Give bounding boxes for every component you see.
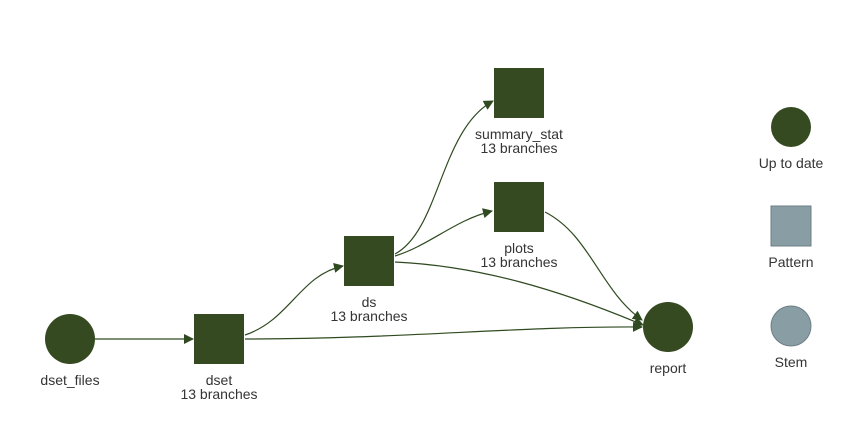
legend-pattern-label: Pattern bbox=[768, 254, 813, 270]
legend-up-to-date-label: Up to date bbox=[759, 155, 824, 171]
edges-layer bbox=[95, 100, 644, 344]
node-plots-shape[interactable] bbox=[494, 182, 544, 232]
legend-item-pattern: Pattern bbox=[768, 205, 814, 270]
legend-item-up-to-date: Up to date bbox=[759, 107, 824, 171]
node-dset_files-label: dset_files bbox=[40, 372, 99, 388]
legend-stem-swatch bbox=[770, 305, 812, 347]
node-ds-label: ds bbox=[362, 294, 377, 310]
node-plots-label: plots bbox=[504, 240, 534, 256]
node-summary_stat-shape[interactable] bbox=[494, 68, 544, 118]
node-summary_stat-sublabel: 13 branches bbox=[480, 140, 557, 156]
edge-ds-to-plots[interactable] bbox=[394, 208, 493, 257]
legend-stem-label: Stem bbox=[775, 354, 808, 370]
legend-up-to-date-swatch bbox=[771, 107, 811, 147]
node-dset-sublabel: 13 branches bbox=[180, 386, 257, 402]
node-dset_files[interactable]: dset_files bbox=[40, 314, 100, 388]
legend-pattern-swatch bbox=[770, 205, 812, 247]
edge-ds-to-report[interactable] bbox=[394, 261, 644, 327]
node-ds-shape[interactable] bbox=[344, 236, 394, 286]
node-dset-label: dset bbox=[206, 372, 233, 388]
node-plots-sublabel: 13 branches bbox=[480, 254, 557, 270]
node-summary_stat-label: summary_stat bbox=[475, 126, 563, 142]
legend-item-stem: Stem bbox=[770, 305, 812, 370]
edge-ds-to-summary_stat[interactable] bbox=[394, 100, 494, 255]
node-report-shape[interactable] bbox=[643, 302, 693, 352]
node-dset_files-shape[interactable] bbox=[45, 314, 95, 364]
node-dset-shape[interactable] bbox=[194, 314, 244, 364]
edge-dset-to-report[interactable] bbox=[244, 321, 643, 340]
edge-plots-to-report[interactable] bbox=[544, 211, 643, 321]
edge-dset-to-ds[interactable] bbox=[244, 262, 344, 336]
node-report-label: report bbox=[650, 360, 687, 376]
node-ds-sublabel: 13 branches bbox=[330, 308, 407, 324]
node-report[interactable]: report bbox=[643, 302, 693, 376]
